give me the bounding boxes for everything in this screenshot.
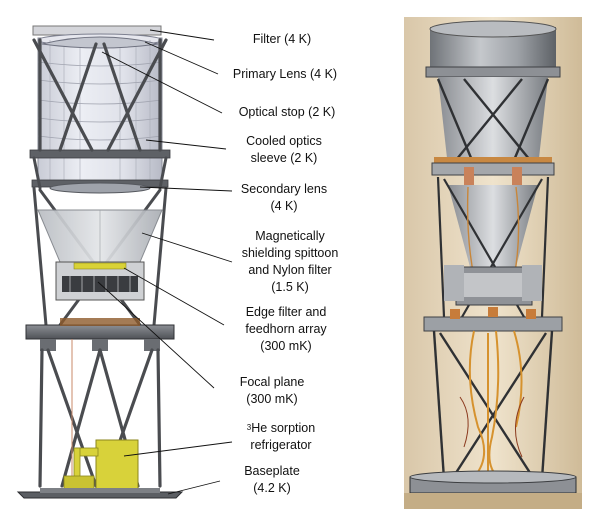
label-spittoon: Magnetically shielding spittoon and Nylo… xyxy=(241,229,339,294)
leader-lines xyxy=(97,29,233,495)
upper-truss xyxy=(32,38,168,152)
label-sorption-refrigerator: 3He sorption refrigerator xyxy=(246,421,316,452)
receiver-photo xyxy=(404,17,582,509)
secondary-lens-part xyxy=(49,182,151,194)
label-edge-filter: Edge filter and feedhorn array (300 mK) xyxy=(245,305,327,353)
label-focal-plane: Focal plane (300 mK) xyxy=(239,375,305,406)
label-optical-stop: Optical stop (2 K) xyxy=(238,105,336,119)
label-filter: Filter (4 K) xyxy=(252,32,312,46)
primary-lens-part xyxy=(41,36,159,49)
sorption-refrigerator-part xyxy=(63,439,139,491)
label-baseplate: Baseplate (4.2 K) xyxy=(244,464,300,495)
label-primary-lens: Primary Lens (4 K) xyxy=(232,67,338,81)
label-secondary-lens: Secondary lens (4 K) xyxy=(240,182,328,213)
cooled-optics-sleeve-part xyxy=(37,33,163,186)
superscript-3: 3 xyxy=(246,423,252,432)
baseplate-part xyxy=(16,488,184,499)
label-cooled-sleeve: Cooled optics sleeve (2 K) xyxy=(246,134,322,165)
cad-rendering xyxy=(16,25,233,499)
spittoon-part xyxy=(37,209,163,263)
feedhorn-array-part xyxy=(55,261,145,301)
focal-plane-part xyxy=(25,318,175,351)
